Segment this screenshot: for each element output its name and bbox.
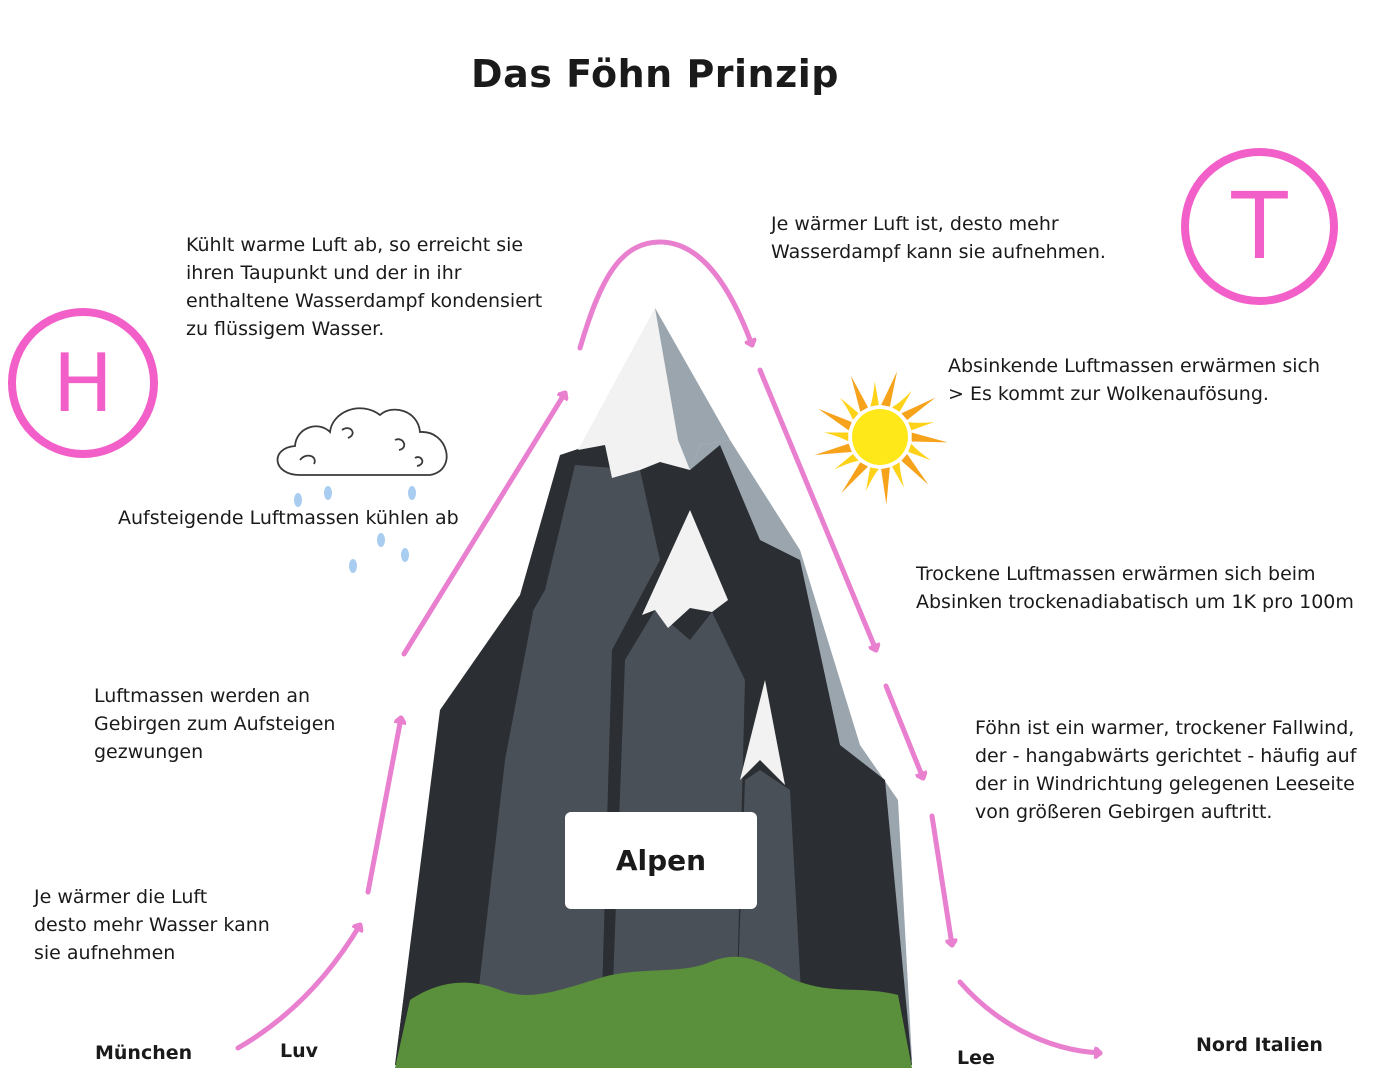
text-gebirge: Luftmassen werden an Gebirgen zum Aufste… <box>94 685 336 763</box>
arrow-luv-2 <box>365 715 401 895</box>
label-lee: Lee <box>957 1047 995 1069</box>
label-muenchen: München <box>95 1042 193 1064</box>
cloud-icon <box>276 407 448 476</box>
text-aufsteigend-kuehlen: Aufsteigende Luftmassen kühlen ab <box>118 507 459 529</box>
mountain-inner-snow <box>642 510 728 628</box>
sun-ray <box>881 371 898 407</box>
mountain-peak-shade <box>655 308 730 470</box>
airflow-arrows <box>235 239 1103 1053</box>
high-pressure-letter: H <box>52 336 114 430</box>
mountain-alps <box>395 308 912 1068</box>
sun-ray <box>814 443 852 456</box>
mountain-mid-left <box>430 465 660 1065</box>
label-nord-italien: Nord Italien <box>1196 1034 1323 1056</box>
sun-ray <box>870 381 879 407</box>
arrow-lee-3 <box>957 979 1103 1053</box>
sun-ray <box>818 408 852 431</box>
sun-ray <box>901 397 936 421</box>
arrow-lee-2 <box>929 813 952 948</box>
low-pressure-letter: T <box>1231 173 1288 280</box>
sun-ray <box>911 432 948 443</box>
sun-ray <box>901 453 929 485</box>
alpen-label: Alpen <box>565 812 757 909</box>
text-trocken: Trockene Luftmassen erwärmen sich beim A… <box>916 563 1354 613</box>
sun-ray <box>908 421 934 431</box>
mountain-small-snow <box>740 680 785 785</box>
low-pressure-symbol: T <box>1181 148 1338 305</box>
sun-ray <box>850 375 869 412</box>
arrow-lee-1 <box>883 683 923 781</box>
sun-ray <box>891 390 912 412</box>
arrow-peak-arc <box>577 239 752 351</box>
sun-icon <box>814 371 948 505</box>
arrow-descent <box>757 367 876 653</box>
mountain-left-shadow <box>395 575 540 1065</box>
arrow-ascent <box>401 390 565 657</box>
grass-foreground <box>395 956 912 1068</box>
sun-ray <box>908 443 931 461</box>
sun-ray <box>824 432 849 442</box>
page-title: Das Föhn Prinzip <box>471 52 839 96</box>
text-absinkend: Absinkende Luftmassen erwärmen sich > Es… <box>948 355 1321 405</box>
text-foehn: Föhn ist ein warmer, trockener Fallwind,… <box>975 717 1357 823</box>
text-waermer-luv: Je wärmer die Luft desto mehr Wasser kan… <box>34 886 270 964</box>
text-taupunkt: Kühlt warme Luft ab, so erreicht sie ihr… <box>186 234 543 340</box>
sun-ray <box>841 462 869 493</box>
sun-ray <box>834 453 859 470</box>
sun-ray <box>881 467 890 505</box>
text-waermer-top: Je wärmer Luft ist, desto mehr Wasserdam… <box>771 213 1106 263</box>
sun-ray <box>865 467 879 492</box>
high-pressure-symbol: H <box>8 308 158 458</box>
sun-ray <box>891 462 905 488</box>
rain-drops-icon <box>294 486 416 573</box>
sun-ray <box>840 397 859 421</box>
arrow-luv-1 <box>235 922 360 1051</box>
label-luv: Luv <box>280 1040 319 1062</box>
